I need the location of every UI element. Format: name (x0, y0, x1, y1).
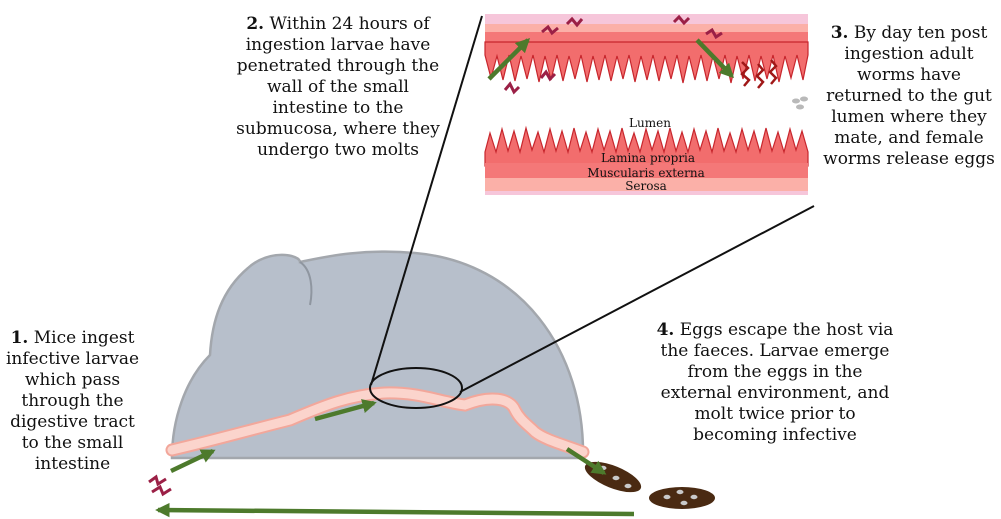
label-lumen: Lumen (629, 116, 671, 130)
larva-icon (152, 487, 171, 494)
label-lamina-propria: Lamina propria (601, 151, 695, 165)
step-2-caption: 2. Within 24 hours of ingestion larvae h… (233, 14, 443, 161)
faecal-pellet (649, 487, 715, 509)
step-3-caption: 3. By day ten post ingestion adult worms… (817, 23, 1001, 170)
arrow-reinfection (158, 510, 634, 514)
larva-icon (505, 84, 519, 92)
eggs-in-lumen (792, 97, 808, 110)
step-4-caption: 4. Eggs escape the host via the faeces. … (655, 320, 895, 446)
larva-icon (149, 477, 166, 484)
label-serosa: Serosa (625, 179, 667, 193)
intestine-inset: Lumen Lamina propria Muscularis externa … (485, 14, 808, 195)
step-1-caption: 1. Mice ingest infective larvae which pa… (0, 328, 145, 475)
label-muscularis-externa: Muscularis externa (587, 166, 705, 180)
